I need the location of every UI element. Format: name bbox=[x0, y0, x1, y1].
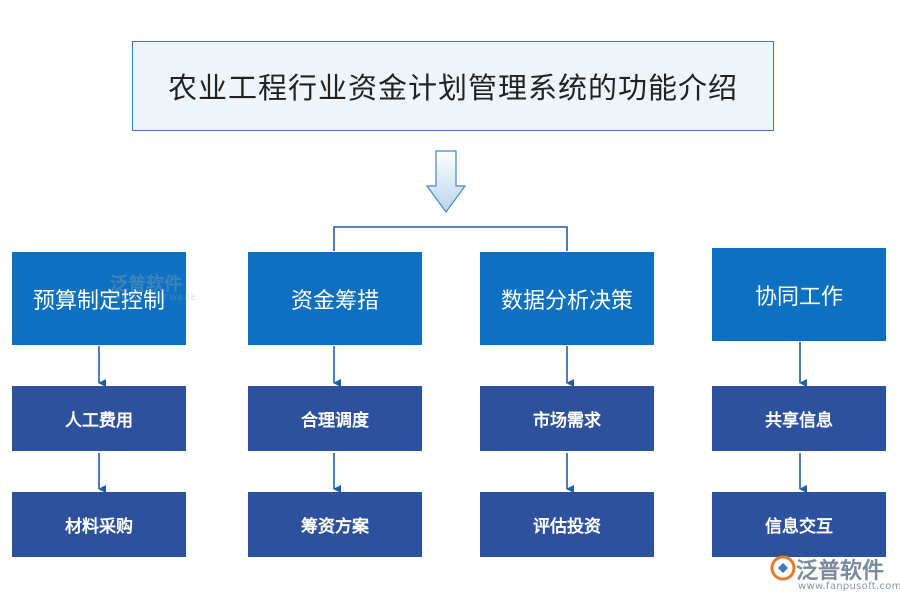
watermark: 泛普软件 FANPU SOFTWARE bbox=[110, 270, 197, 302]
item-box-material-purchase: 材料采购 bbox=[12, 492, 186, 557]
category-box-fundraising: 资金筹措 bbox=[248, 252, 422, 345]
logo-url: www.fanpusoft.com bbox=[798, 581, 900, 592]
item-box-financing-plan: 筹资方案 bbox=[248, 492, 422, 557]
logo-icon bbox=[770, 555, 796, 581]
logo-name: 泛普软件 bbox=[796, 559, 885, 584]
item-box-share-info: 共享信息 bbox=[712, 386, 886, 451]
category-box-budget: 预算制定控制 bbox=[12, 252, 186, 345]
watermark-en: FANPU SOFTWARE bbox=[110, 293, 197, 302]
down-arrow-icon bbox=[425, 150, 467, 214]
connector-bracket bbox=[333, 226, 568, 251]
watermark-name: 泛普软件 bbox=[110, 274, 182, 295]
item-box-labor-cost: 人工费用 bbox=[12, 386, 186, 451]
category-box-collaboration: 协同工作 bbox=[712, 248, 886, 341]
category-box-data-analysis: 数据分析决策 bbox=[480, 252, 654, 345]
item-box-info-exchange: 信息交互 bbox=[712, 492, 886, 557]
brand-logo: 泛普软件 www.fanpusoft.com bbox=[768, 553, 900, 597]
item-box-reasonable-dispatch: 合理调度 bbox=[248, 386, 422, 451]
diagram-title: 农业工程行业资金计划管理系统的功能介绍 bbox=[132, 41, 774, 131]
item-box-market-demand: 市场需求 bbox=[480, 386, 654, 451]
item-box-investment-evaluation: 评估投资 bbox=[480, 492, 654, 557]
